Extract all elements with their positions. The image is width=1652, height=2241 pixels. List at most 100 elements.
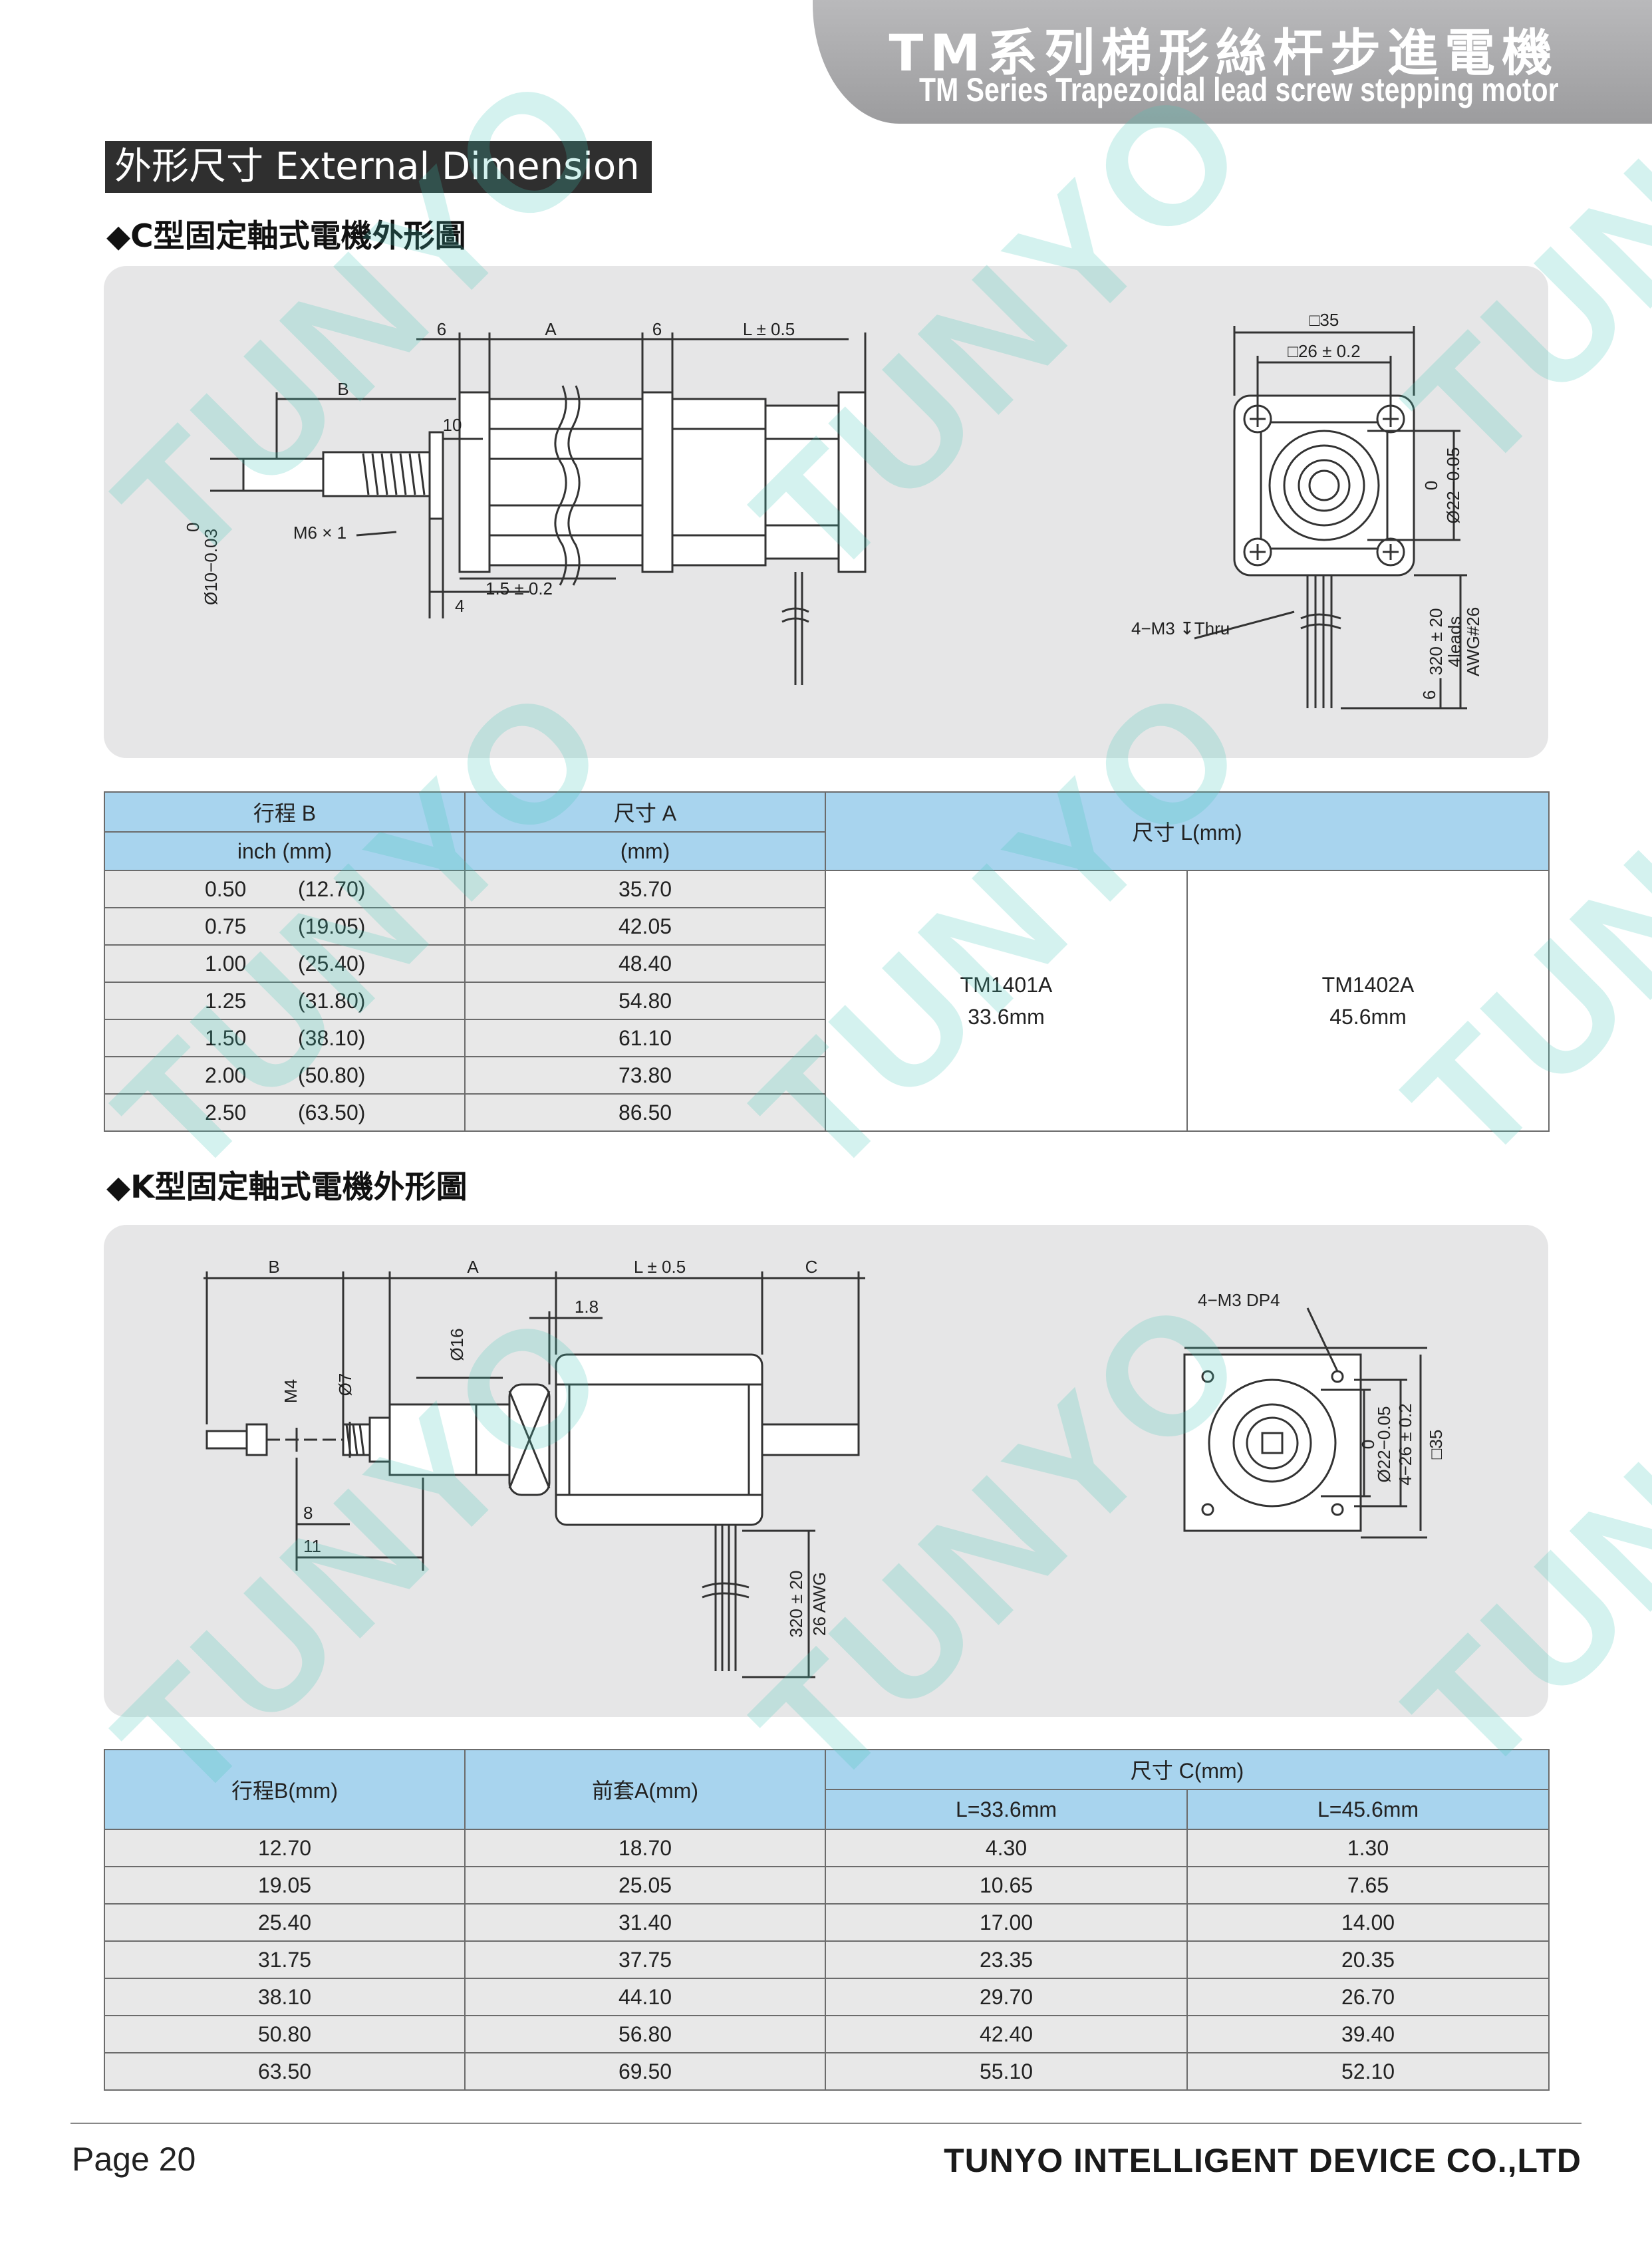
dim-a-cell: 54.80 bbox=[464, 982, 826, 1020]
header-title-zh: TM系列梯形絲杆步進電機 bbox=[889, 23, 1559, 82]
k-type-drawing: B A L ± 0.5 C 1.8 Ø16 M4 Ø7 8 11 320 ± 2… bbox=[204, 1257, 1446, 1678]
c1-cell: 42.40 bbox=[825, 2015, 1188, 2053]
c2-cell: 14.00 bbox=[1186, 1903, 1550, 1942]
c-boss-tol: 0 bbox=[1421, 481, 1441, 490]
c-dim-10: 10 bbox=[443, 415, 462, 435]
table-row: 63.50 69.50 55.10 52.10 bbox=[104, 2052, 1550, 2091]
stroke-mm: (19.05) bbox=[298, 914, 366, 938]
section-heading: 外形尺寸 External Dimension bbox=[105, 141, 652, 193]
stroke-inch: 2.00 bbox=[205, 1063, 247, 1087]
stroke-inch: 2.50 bbox=[205, 1100, 247, 1124]
model1-length: 33.6mm bbox=[968, 1005, 1045, 1029]
dim-a-cell: 35.70 bbox=[464, 870, 826, 908]
k-awg: 26 AWG bbox=[809, 1572, 829, 1636]
c-sq35: □35 bbox=[1309, 310, 1339, 330]
k-stroke-header: 行程B(mm) bbox=[104, 1749, 466, 1830]
table-row: 2.50(63.50) 86.50 bbox=[104, 1093, 1549, 1132]
c2-cell: 39.40 bbox=[1186, 2015, 1550, 2053]
dim-a-cell: 73.80 bbox=[464, 1056, 826, 1095]
k-type-table: 行程B(mm) 前套A(mm) 尺寸 C(mm) L=33.6mm L=45.6… bbox=[104, 1749, 1550, 2091]
c-dim-4: 4 bbox=[455, 596, 464, 616]
c-a-header: 尺寸 A bbox=[464, 791, 826, 833]
company-name: TUNYO INTELLIGENT DEVICE CO.,LTD bbox=[944, 2142, 1582, 2179]
model1-cell: TM1401A 33.6mm bbox=[825, 870, 1188, 1132]
dim-a-cell: 42.05 bbox=[464, 907, 826, 946]
stroke-inch: 0.75 bbox=[205, 914, 247, 938]
table-row: 19.05 25.05 10.65 7.65 bbox=[104, 1866, 1550, 1905]
c-awg: AWG#26 bbox=[1463, 607, 1483, 677]
c-holes-label: 4−M3 ↧Thru bbox=[1131, 618, 1230, 638]
c-dim-1-5: 1.5 ± 0.2 bbox=[485, 579, 553, 598]
k-dim-b: B bbox=[268, 1257, 279, 1277]
k-sq26: 4−26 ± 0.2 bbox=[1395, 1403, 1415, 1485]
k-boss-tol: 0 bbox=[1358, 1440, 1378, 1449]
k-boss-dia: Ø22−0.05 bbox=[1374, 1406, 1394, 1483]
model2-length: 45.6mm bbox=[1329, 1005, 1407, 1029]
c-type-drawing-panel: 6 A 6 L ± 0.5 B 10 M6 × 1 0 Ø10−0.03 1.5… bbox=[104, 266, 1548, 758]
c1-cell: 23.35 bbox=[825, 1940, 1188, 1979]
stroke-cell: 38.10 bbox=[104, 1978, 466, 2016]
k-front-header: 前套A(mm) bbox=[464, 1749, 826, 1830]
c2-cell: 20.35 bbox=[1186, 1940, 1550, 1979]
stroke-cell: 63.50 bbox=[104, 2052, 466, 2091]
front-cell: 25.05 bbox=[464, 1866, 826, 1905]
stroke-inch: 0.50 bbox=[205, 876, 247, 901]
c-dim-6b: 6 bbox=[652, 319, 662, 339]
front-cell: 31.40 bbox=[464, 1903, 826, 1942]
table-row: 1.00(25.40) 48.40 bbox=[104, 944, 1549, 983]
front-cell: 18.70 bbox=[464, 1829, 826, 1867]
table-row: 38.10 44.10 29.70 26.70 bbox=[104, 1978, 1550, 2016]
c2-cell: 26.70 bbox=[1186, 1978, 1550, 2016]
k-sq35: □35 bbox=[1426, 1430, 1446, 1460]
c-dim-l: L ± 0.5 bbox=[743, 319, 795, 339]
table-row: 0.75 (19.05) 42.05 bbox=[104, 907, 1549, 946]
c-dim-b: B bbox=[337, 379, 348, 399]
table-row: 12.70 18.70 4.30 1.30 bbox=[104, 1829, 1550, 1867]
k-l2-header: L=45.6mm bbox=[1186, 1789, 1550, 1830]
stroke-mm: (63.50) bbox=[298, 1100, 366, 1124]
k-dim-l: L ± 0.5 bbox=[634, 1257, 686, 1277]
c1-cell: 29.70 bbox=[825, 1978, 1188, 2016]
c-a-unit: (mm) bbox=[464, 831, 826, 871]
c-leads: 4leads bbox=[1445, 616, 1464, 668]
table-row: 25.40 31.40 17.00 14.00 bbox=[104, 1903, 1550, 1942]
stroke-mm: (38.10) bbox=[298, 1025, 366, 1050]
table-row: 2.00 (50.80) 73.80 bbox=[104, 1056, 1549, 1095]
table-row: 1.25(31.80) 54.80 bbox=[104, 982, 1549, 1020]
stroke-inch: 1.50 bbox=[205, 1025, 247, 1050]
k-m4: M4 bbox=[281, 1379, 301, 1403]
dim-a-cell: 48.40 bbox=[464, 944, 826, 983]
table-row: 31.75 37.75 23.35 20.35 bbox=[104, 1940, 1550, 1979]
c2-cell: 1.30 bbox=[1186, 1829, 1550, 1867]
k-type-subheading: ◆K型固定軸式電機外形圖 bbox=[106, 1169, 468, 1206]
stroke-mm: (25.40) bbox=[298, 951, 366, 976]
c-boss-dia: Ø22−0.05 bbox=[1443, 448, 1463, 524]
dim-a-cell: 61.10 bbox=[464, 1019, 826, 1057]
header-band: TM系列梯形絲杆步進電機 TM Series Trapezoidal lead … bbox=[813, 0, 1652, 124]
k-l1-header: L=33.6mm bbox=[825, 1789, 1188, 1830]
c1-cell: 17.00 bbox=[825, 1903, 1188, 1942]
header-title-en: TM Series Trapezoidal lead screw steppin… bbox=[919, 71, 1559, 108]
c1-cell: 4.30 bbox=[825, 1829, 1188, 1867]
k-dim-c: C bbox=[805, 1257, 818, 1277]
k-dim-11: 11 bbox=[303, 1536, 321, 1556]
c-sq26: □26 ± 0.2 bbox=[1288, 341, 1360, 361]
model2-cell: TM1402A 45.6mm bbox=[1186, 870, 1550, 1132]
front-cell: 56.80 bbox=[464, 2015, 826, 2053]
stroke-inch: 1.25 bbox=[205, 988, 247, 1013]
k-dim-8: 8 bbox=[303, 1503, 313, 1523]
k-holes-label: 4−M3 DP4 bbox=[1198, 1290, 1280, 1310]
c-dim-6a: 6 bbox=[437, 319, 446, 339]
k-c-header: 尺寸 C(mm) bbox=[824, 1749, 1550, 1790]
stroke-mm: (50.80) bbox=[298, 1063, 366, 1087]
c-shaft-dia: Ø10−0.03 bbox=[201, 529, 221, 605]
table-row: 50.80 56.80 42.40 39.40 bbox=[104, 2015, 1550, 2053]
front-cell: 44.10 bbox=[464, 1978, 826, 2016]
c1-cell: 10.65 bbox=[825, 1866, 1188, 1905]
c2-cell: 52.10 bbox=[1186, 2052, 1550, 2091]
c1-cell: 55.10 bbox=[825, 2052, 1188, 2091]
front-cell: 37.75 bbox=[464, 1940, 826, 1979]
c-dim-a: A bbox=[545, 319, 557, 339]
c2-cell: 7.65 bbox=[1186, 1866, 1550, 1905]
model2-name: TM1402A bbox=[1321, 973, 1415, 997]
